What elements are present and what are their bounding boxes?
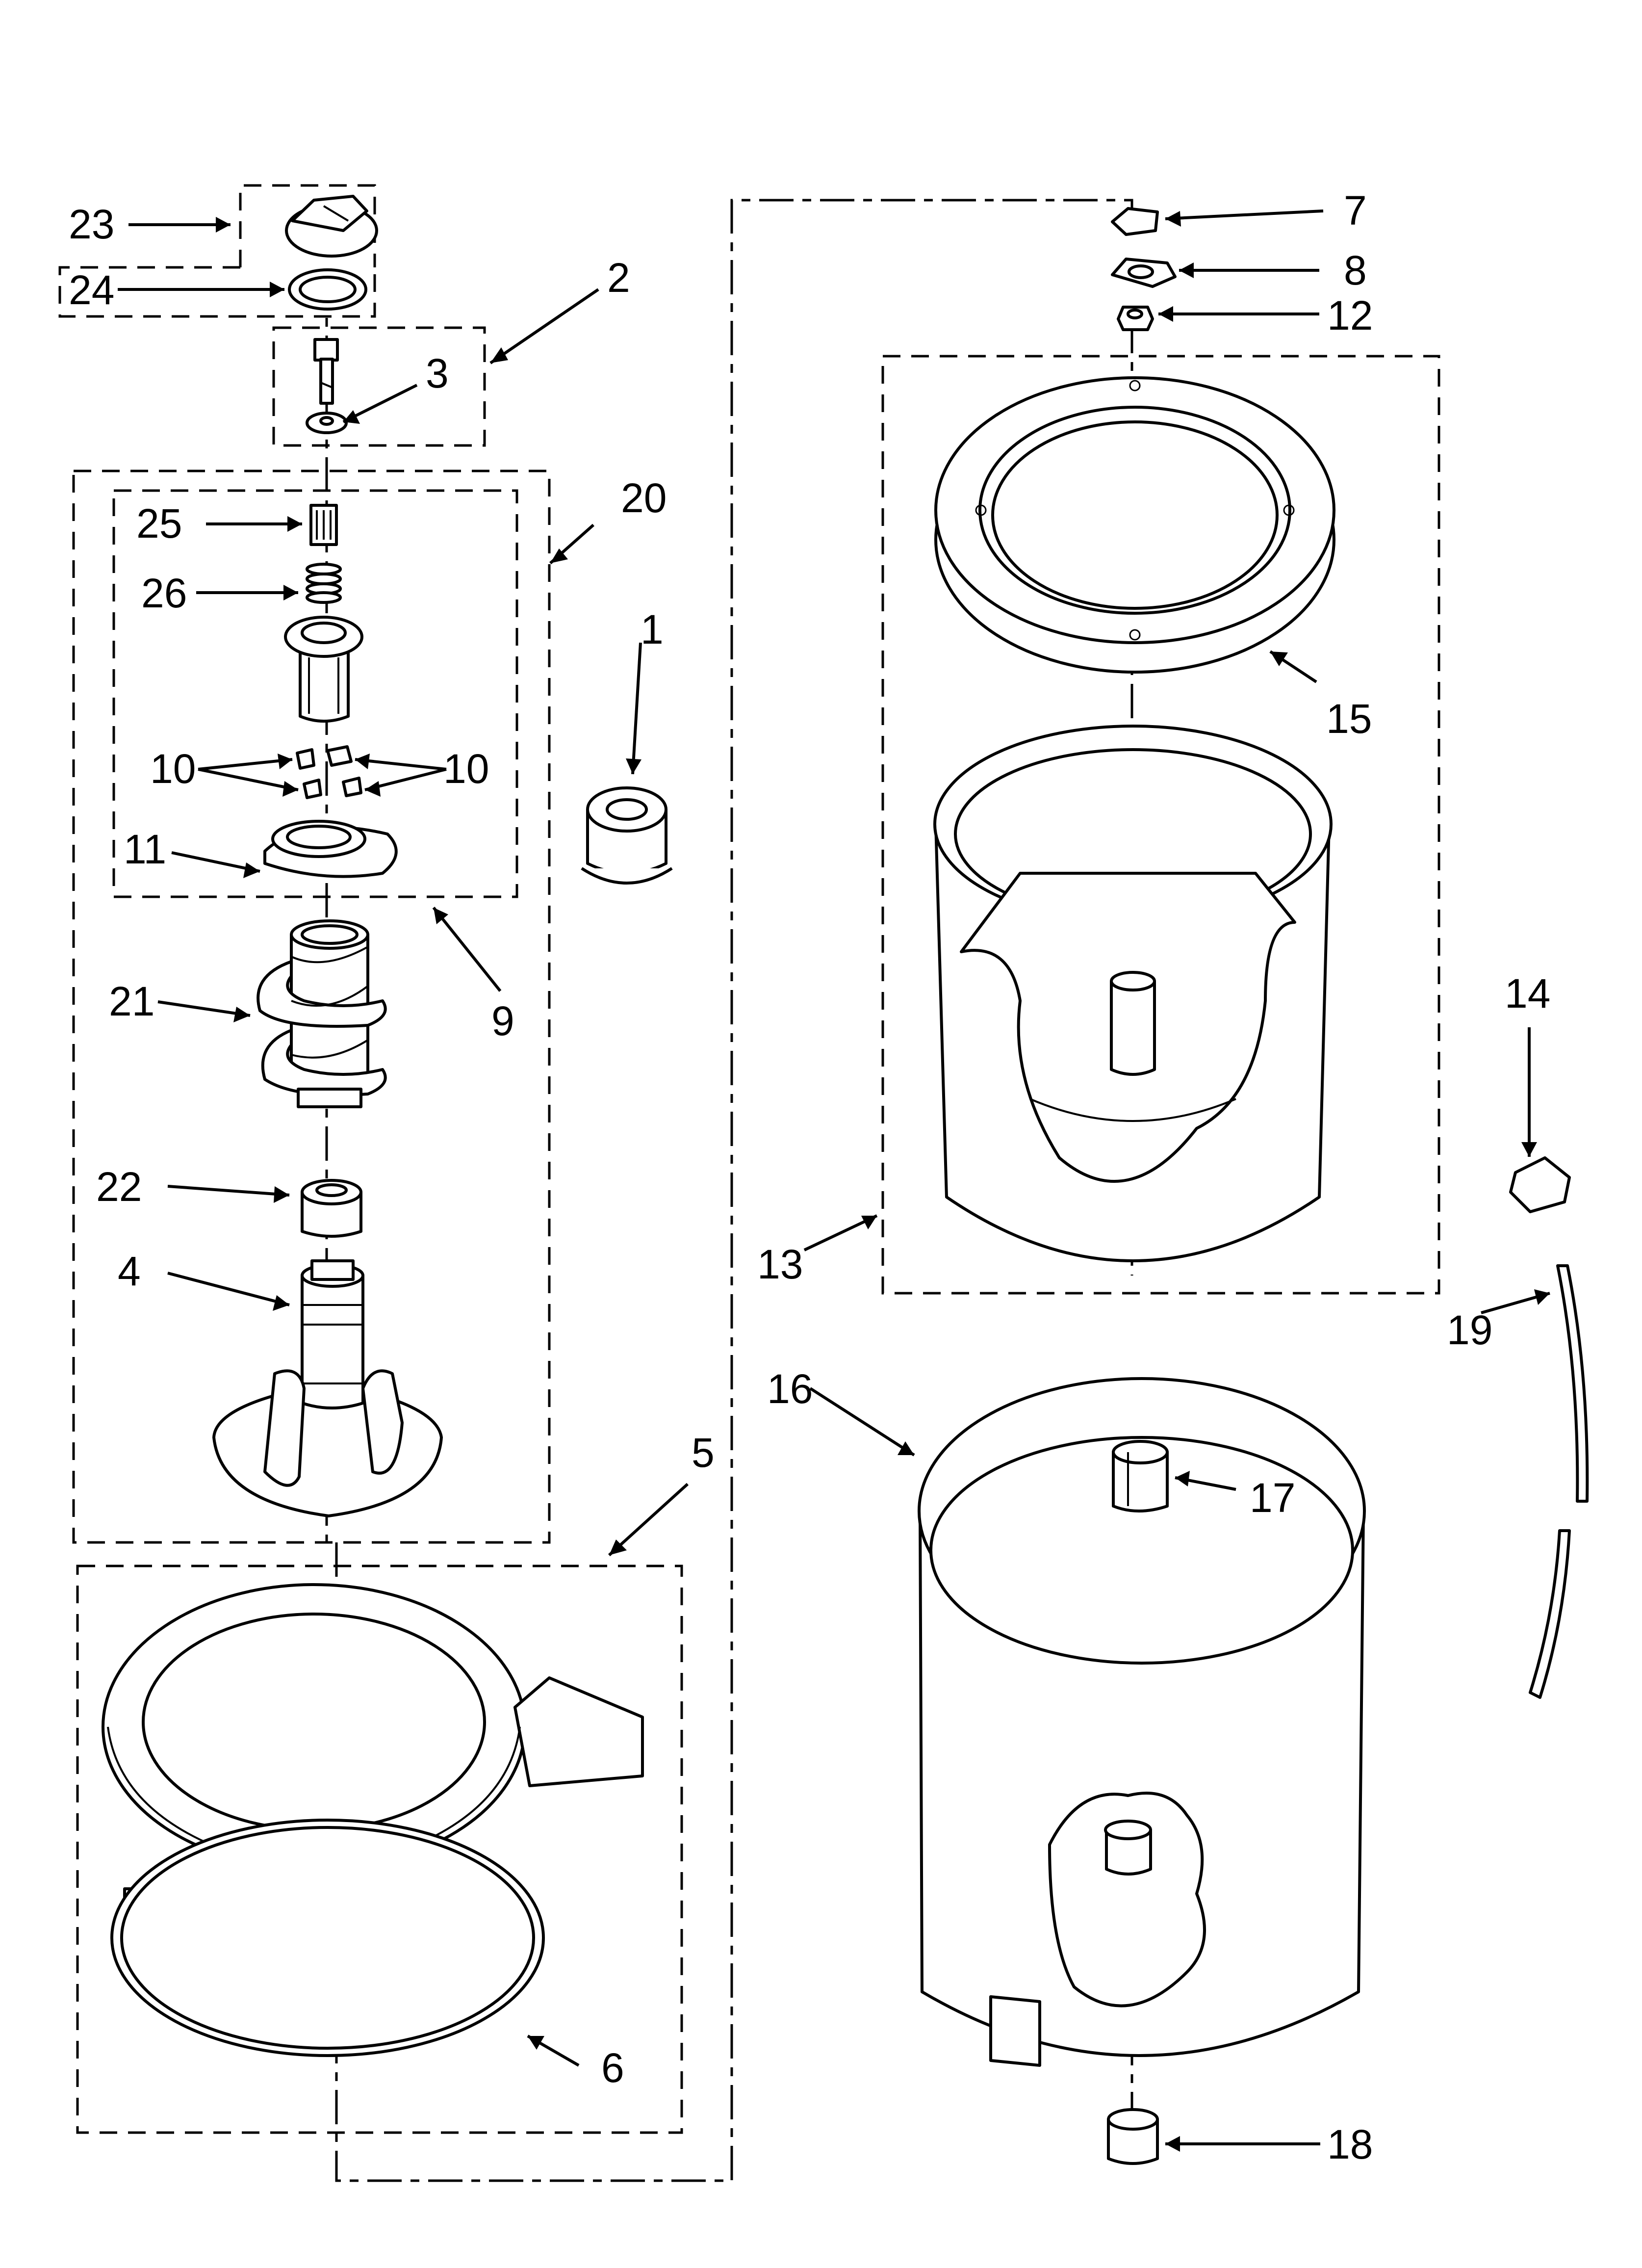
nut-icon [1117, 306, 1154, 331]
alignment-line [335, 199, 1133, 2182]
grommet-icon [1107, 2108, 1159, 2165]
callout-8: 8 [1344, 247, 1367, 293]
ratchet-icon [301, 1179, 362, 1238]
auger-icon [257, 919, 387, 1108]
callout-5: 5 [692, 1430, 715, 1476]
drive-icon [309, 504, 338, 546]
group-box-5 [76, 1564, 683, 2134]
spring-icon [306, 563, 342, 604]
group-box-24 [58, 266, 376, 318]
group-box-13 [881, 355, 1440, 1295]
o-ring-icon [288, 268, 367, 311]
dog-icon [296, 745, 362, 799]
basket-icon [933, 725, 1333, 1262]
callout-labels: 23 24 2 3 20 25 26 1 10 10 11 9 21 22 4 … [69, 187, 1550, 2167]
bolt-icon [306, 338, 348, 434]
callout-24: 24 [69, 267, 114, 313]
callout-10b: 10 [443, 746, 489, 792]
callout-25: 25 [136, 500, 182, 547]
hose-icon [1529, 1264, 1589, 1699]
group-box-9 [112, 489, 518, 898]
tub-ring-icon [102, 1583, 644, 1938]
callout-20: 20 [621, 475, 667, 521]
callout-23: 23 [69, 201, 114, 247]
callout-14: 14 [1505, 970, 1550, 1017]
callout-1: 1 [641, 606, 664, 652]
callout-11: 11 [124, 826, 166, 872]
callout-18: 18 [1327, 2121, 1373, 2167]
callout-13: 13 [757, 1241, 803, 1287]
arrow-heads [216, 211, 1550, 2152]
callout-6: 6 [601, 2045, 624, 2091]
callout-17: 17 [1250, 1475, 1295, 1521]
seal-icon [1112, 1440, 1169, 1512]
callout-26: 26 [141, 570, 187, 616]
callout-19: 19 [1447, 1307, 1492, 1353]
group-box-20 [72, 469, 551, 1544]
callout-9: 9 [491, 998, 514, 1044]
callout-3: 3 [426, 350, 449, 396]
clip-icon [1111, 207, 1159, 236]
outer-tub-icon [918, 1377, 1366, 2067]
clip-icon [1509, 1156, 1571, 1213]
callout-21: 21 [109, 978, 154, 1024]
callout-4: 4 [118, 1248, 141, 1294]
balance-ring-icon [934, 376, 1335, 674]
callout-10a: 10 [150, 746, 196, 792]
group-box-2 [272, 326, 486, 447]
callout-15: 15 [1326, 696, 1372, 742]
callout-12: 12 [1327, 292, 1373, 339]
agitator-base-icon [212, 1259, 443, 1517]
ring-seal-icon [110, 1819, 545, 2057]
cap-icon [285, 195, 378, 258]
washer-icon [1111, 258, 1177, 288]
cam-plate-icon [263, 820, 398, 878]
cam-assembly-icon [284, 616, 363, 723]
bushing-icon [581, 786, 673, 885]
callout-22: 22 [96, 1164, 142, 1210]
callout-16: 16 [767, 1366, 813, 1412]
callout-7: 7 [1344, 187, 1367, 234]
callout-2: 2 [607, 255, 630, 301]
